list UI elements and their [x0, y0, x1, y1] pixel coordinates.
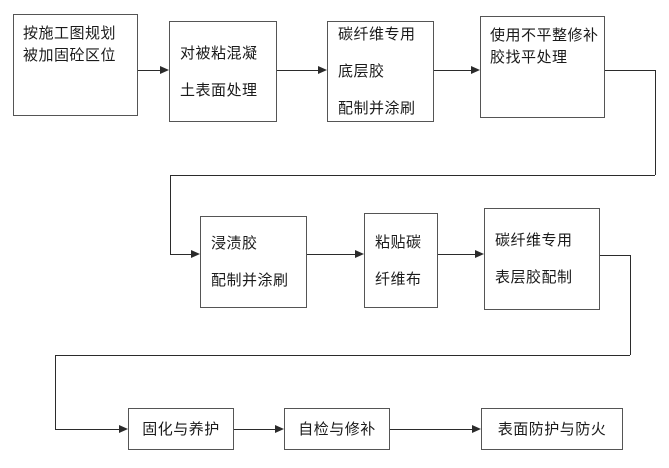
- arrow-into-n10-icon: [472, 425, 481, 433]
- process-node-6[interactable]: 粘贴碳纤维布: [364, 213, 438, 308]
- process-node-10[interactable]: 表面防护与防火: [481, 408, 623, 450]
- process-node-9[interactable]: 自检与修补: [284, 408, 390, 450]
- node-label-line: 对被粘混凝: [180, 43, 258, 62]
- process-node-3[interactable]: 碳纤维专用底层胶配制并涂刷: [327, 21, 434, 122]
- node-label-line: 纤维布: [375, 269, 422, 288]
- connector-segment-n8-to-n9: [234, 429, 275, 430]
- connector-segment-n4-exit-right: [605, 70, 655, 71]
- connector-segment-n3-to-n4: [434, 70, 471, 71]
- node-label-line: 土表面处理: [180, 80, 258, 99]
- node-text-block: 碳纤维专用表层胶配制: [485, 222, 599, 296]
- connector-segment-row3-feed-left: [55, 355, 630, 356]
- process-node-4[interactable]: 使用不平整修补胶找平处理: [480, 16, 605, 118]
- connector-segment-into-n8: [55, 429, 119, 430]
- connector-segment-into-n5: [170, 254, 191, 255]
- arrow-into-n6-icon: [355, 250, 364, 258]
- node-text-block: 固化与养护: [142, 419, 220, 439]
- node-text-block: 自检与修补: [298, 419, 376, 439]
- node-label-line: 配制并涂刷: [211, 271, 289, 289]
- node-text-block: 碳纤维专用底层胶配制并涂刷: [328, 16, 433, 127]
- node-label-line: 表层胶配制: [495, 268, 573, 286]
- node-label-line: 粘贴碳: [375, 232, 422, 251]
- node-label-line: 固化与养护: [142, 420, 220, 438]
- node-label-line: 表面防护与防火: [497, 420, 607, 438]
- process-node-1[interactable]: 按施工图规划被加固砼区位: [13, 14, 138, 116]
- connector-segment-row3-feed-drop: [55, 355, 56, 429]
- process-node-8[interactable]: 固化与养护: [128, 408, 234, 450]
- connector-segment-n1-to-n2: [138, 70, 160, 71]
- node-label-line: 胶找平处理: [490, 48, 568, 66]
- node-text-block: 表面防护与防火: [498, 419, 607, 439]
- arrow-into-n9-icon: [275, 425, 284, 433]
- node-text-block: 对被粘混凝土表面处理: [170, 35, 276, 109]
- process-node-5[interactable]: 浸渍胶配制并涂刷: [200, 216, 307, 308]
- node-text-block: 浸渍胶配制并涂刷: [201, 225, 306, 299]
- arrow-into-n8-icon: [119, 425, 128, 433]
- connector-segment-n9-to-n10: [390, 429, 472, 430]
- connector-segment-row2-feed-left: [170, 175, 655, 176]
- node-label-line: 碳纤维专用: [338, 25, 416, 43]
- arrow-into-n3-icon: [318, 66, 327, 74]
- node-text-block: 粘贴碳纤维布: [365, 224, 437, 298]
- node-label-line: 使用不平整修补: [490, 26, 599, 44]
- arrow-into-n5-icon: [191, 250, 200, 258]
- node-label-line: 按施工图规划: [23, 24, 117, 42]
- arrow-into-n4-icon: [471, 66, 480, 74]
- node-label-line: 浸渍胶: [211, 234, 258, 252]
- connector-segment-row2-feed-drop: [170, 175, 171, 254]
- connector-segment-n7-drop: [630, 255, 631, 355]
- node-label-line: 配制并涂刷: [338, 99, 416, 117]
- process-node-7[interactable]: 碳纤维专用表层胶配制: [484, 208, 600, 310]
- arrow-into-n2-icon: [160, 66, 169, 74]
- connector-segment-n6-to-n7: [438, 254, 475, 255]
- arrow-into-n7-icon: [475, 250, 484, 258]
- process-node-2[interactable]: 对被粘混凝土表面处理: [169, 21, 277, 122]
- node-label-line: 底层胶: [338, 62, 385, 80]
- node-label-line: 碳纤维专用: [495, 231, 573, 249]
- node-text-block: 按施工图规划被加固砼区位: [14, 15, 137, 66]
- connector-segment-n7-exit-right: [600, 255, 630, 256]
- node-label-line: 被加固砼区位: [23, 46, 117, 64]
- connector-segment-n2-to-n3: [277, 70, 318, 71]
- connector-segment-n5-to-n6: [307, 254, 355, 255]
- node-text-block: 使用不平整修补胶找平处理: [481, 17, 604, 68]
- connector-segment-n4-drop: [655, 70, 656, 175]
- node-label-line: 自检与修补: [298, 420, 376, 438]
